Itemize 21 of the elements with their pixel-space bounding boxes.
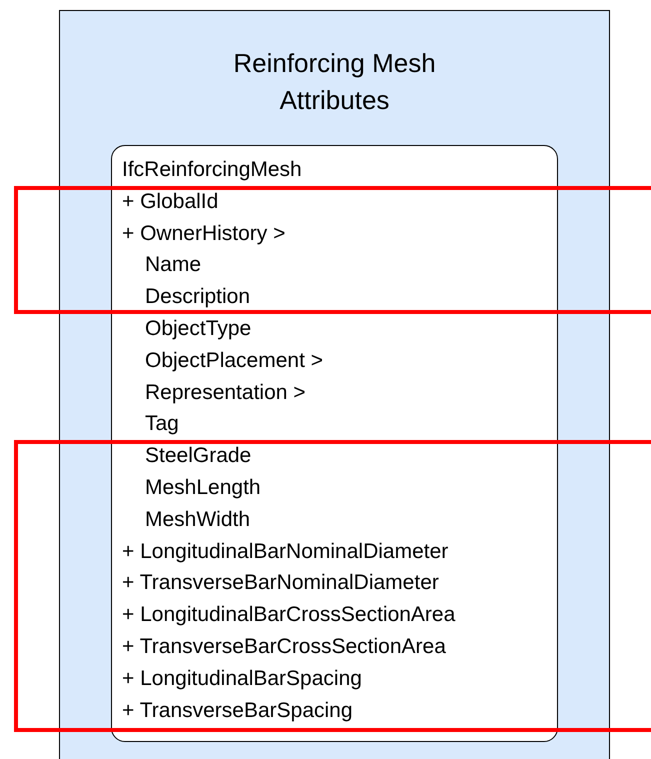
attribute-name: ObjectPlacement >: [145, 348, 324, 373]
attribute-name: + TransverseBarCrossSectionArea: [122, 635, 446, 659]
attribute-name: + TransverseBarNominalDiameter: [122, 571, 439, 596]
class-name: IfcReinforcingMesh: [122, 158, 302, 182]
attribute-name: + OwnerHistory >: [122, 222, 286, 246]
attribute-name: MeshLength: [145, 476, 261, 500]
attribute-name: + GlobalId: [122, 190, 218, 214]
attribute-name: Representation >: [145, 380, 306, 405]
attribute-name: + LongitudinalBarSpacing: [122, 666, 362, 691]
attribute-name: + LongitudinalBarCrossSectionArea: [122, 603, 456, 628]
attribute-name: ObjectType: [145, 317, 252, 341]
attribute-name: Name: [145, 253, 202, 278]
attributes-panel: [59, 10, 610, 759]
attribute-name: + TransverseBarSpacing: [122, 698, 353, 723]
panel-title: Reinforcing Mesh Attributes: [232, 47, 437, 117]
attribute-name: Description: [145, 285, 250, 310]
attribute-name: SteelGrade: [145, 444, 252, 468]
attribute-name: MeshWidth: [145, 508, 250, 532]
class-box: [111, 145, 558, 742]
attribute-name: + LongitudinalBarNominalDiameter: [122, 540, 448, 564]
attribute-name: Tag: [145, 412, 179, 436]
